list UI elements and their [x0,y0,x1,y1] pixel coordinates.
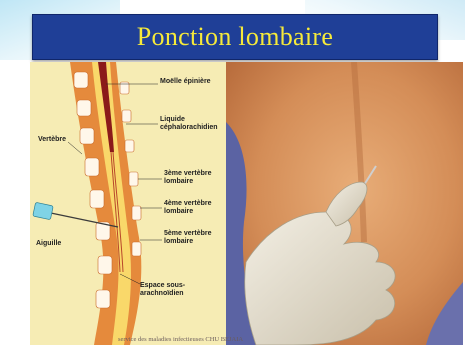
slide-title-bar: Ponction lombaire [32,14,438,60]
procedure-photo [226,62,463,345]
photo-illustration [226,62,463,345]
label-v3-1: 3ème vertèbre [164,170,211,178]
slide-title: Ponction lombaire [137,22,333,52]
label-aiguille: Aiguille [36,240,61,248]
label-vertebre: Vertèbre [38,136,66,144]
spine-diagram: Moëlle épinière Liquide céphalorachidien… [30,62,230,345]
label-v3-2: lombaire [164,178,193,186]
label-moelle: Moëlle épinière [160,78,211,86]
label-espace-2: arachnoïdien [140,290,184,298]
label-v4-1: 4ème vertèbre [164,200,211,208]
label-v4-2: lombaire [164,208,193,216]
slide-footer: service des maladies infectieuses CHU BE… [118,336,243,343]
label-v5-2: lombaire [164,238,193,246]
syringe [33,202,54,219]
content-image: Moëlle épinière Liquide céphalorachidien… [30,62,463,345]
label-espace-1: Espace sous- [140,282,185,290]
label-liquide-1: Liquide [160,116,185,124]
label-liquide-2: céphalorachidien [160,124,218,132]
label-v5-1: 5ème vertèbre [164,230,211,238]
